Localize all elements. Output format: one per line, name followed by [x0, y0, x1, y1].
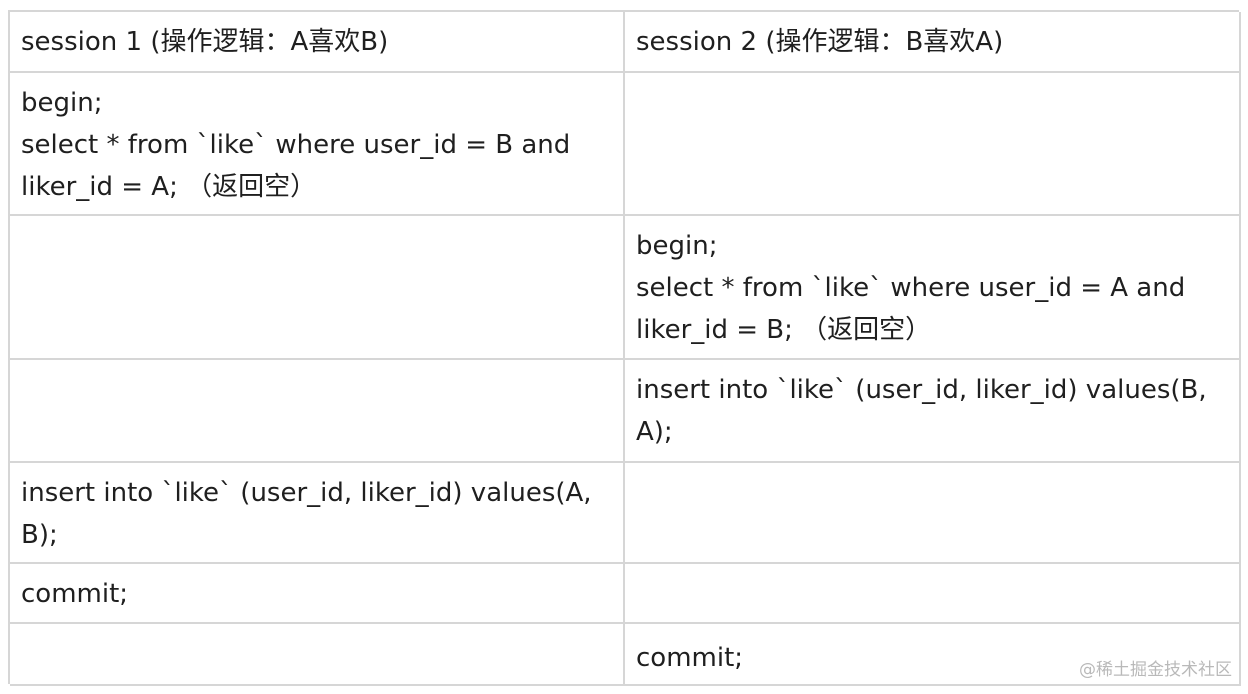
code-line: A); — [636, 417, 673, 447]
code-line: liker_id = B; （返回空） — [636, 315, 932, 345]
code-line: liker_id = A; （返回空） — [21, 172, 317, 202]
row-4-session-1: insert into `like` (user_id, liker_id) v… — [10, 463, 625, 564]
header-session-2-label: session 2 (操作逻辑：B喜欢A) — [636, 27, 1004, 57]
row-6-session-2: commit; — [625, 624, 1241, 686]
code-line: select * from `like` where user_id = A a… — [636, 273, 1186, 303]
row-2-session-1 — [10, 216, 625, 360]
row-3-session-2: insert into `like` (user_id, liker_id) v… — [625, 360, 1241, 463]
row-5-session-1: commit; — [10, 564, 625, 624]
code-line: begin; — [636, 231, 718, 261]
row-1-session-2 — [625, 73, 1241, 216]
code-line: commit; — [636, 643, 744, 673]
row-6-session-1 — [10, 624, 625, 686]
code-line: insert into `like` (user_id, liker_id) v… — [636, 375, 1207, 405]
header-session-1: session 1 (操作逻辑：A喜欢B) — [10, 12, 625, 73]
row-2-session-2: begin; select * from `like` where user_i… — [625, 216, 1241, 360]
row-1-session-1: begin; select * from `like` where user_i… — [10, 73, 625, 216]
watermark: @稀土掘金技术社区 — [1079, 660, 1232, 680]
session-comparison-table: session 1 (操作逻辑：A喜欢B) session 2 (操作逻辑：B喜… — [8, 10, 1241, 686]
code-line: select * from `like` where user_id = B a… — [21, 130, 571, 160]
code-line: commit; — [21, 579, 129, 609]
header-session-2: session 2 (操作逻辑：B喜欢A) — [625, 12, 1241, 73]
row-4-session-2 — [625, 463, 1241, 564]
code-line: B); — [21, 520, 58, 550]
code-line: insert into `like` (user_id, liker_id) v… — [21, 478, 592, 508]
row-5-session-2 — [625, 564, 1241, 624]
row-3-session-1 — [10, 360, 625, 463]
code-line: begin; — [21, 88, 103, 118]
header-session-1-label: session 1 (操作逻辑：A喜欢B) — [21, 27, 389, 57]
